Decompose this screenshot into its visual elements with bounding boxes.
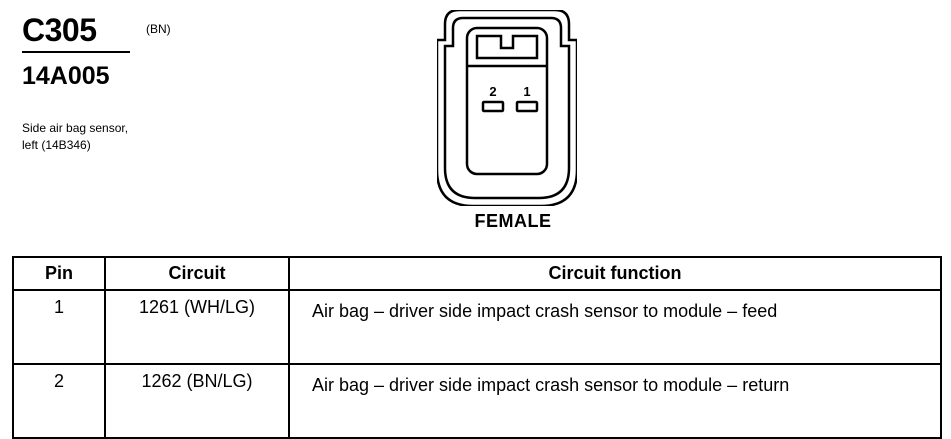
column-header-circuit: Circuit [104, 256, 290, 291]
pin-1-terminal [515, 100, 539, 113]
connector-face-diagram: 2 1 [437, 10, 577, 206]
table-header-row: Pin Circuit Circuit function [12, 256, 942, 291]
table-row: 2 1262 (BN/LG) Air bag – driver side imp… [12, 363, 942, 439]
description-line-2: left (14B346) [22, 138, 91, 152]
circuit-cell: 1261 (WH/LG) [104, 289, 290, 365]
column-header-function: Circuit function [288, 256, 942, 291]
pin-label-1: 1 [523, 84, 530, 99]
pin-cell: 2 [12, 363, 106, 439]
gender-label: FEMALE [474, 211, 552, 231]
connector-color: (BN) [146, 22, 171, 36]
connector-outer-shell [437, 10, 577, 206]
pin-2-terminal [481, 100, 505, 113]
terminal-cavity [465, 26, 549, 176]
pin-label-2: 2 [489, 84, 496, 99]
pin-table: Pin Circuit Circuit function 1 1261 (WH/… [12, 256, 942, 439]
function-cell: Air bag – driver side impact crash senso… [288, 363, 942, 439]
column-header-pin: Pin [12, 256, 106, 291]
pin-cell: 1 [12, 289, 106, 365]
connector-id: C305 [22, 12, 97, 48]
locking-latch [475, 34, 539, 60]
description-line-1: Side air bag sensor, [22, 121, 129, 135]
connector-inner-shell [443, 16, 571, 200]
circuit-cell: 1262 (BN/LG) [104, 363, 290, 439]
part-number: 14A005 [22, 62, 110, 90]
header-divider [22, 51, 130, 53]
function-cell: Air bag – driver side impact crash senso… [288, 289, 942, 365]
table-row: 1 1261 (WH/LG) Air bag – driver side imp… [12, 289, 942, 365]
